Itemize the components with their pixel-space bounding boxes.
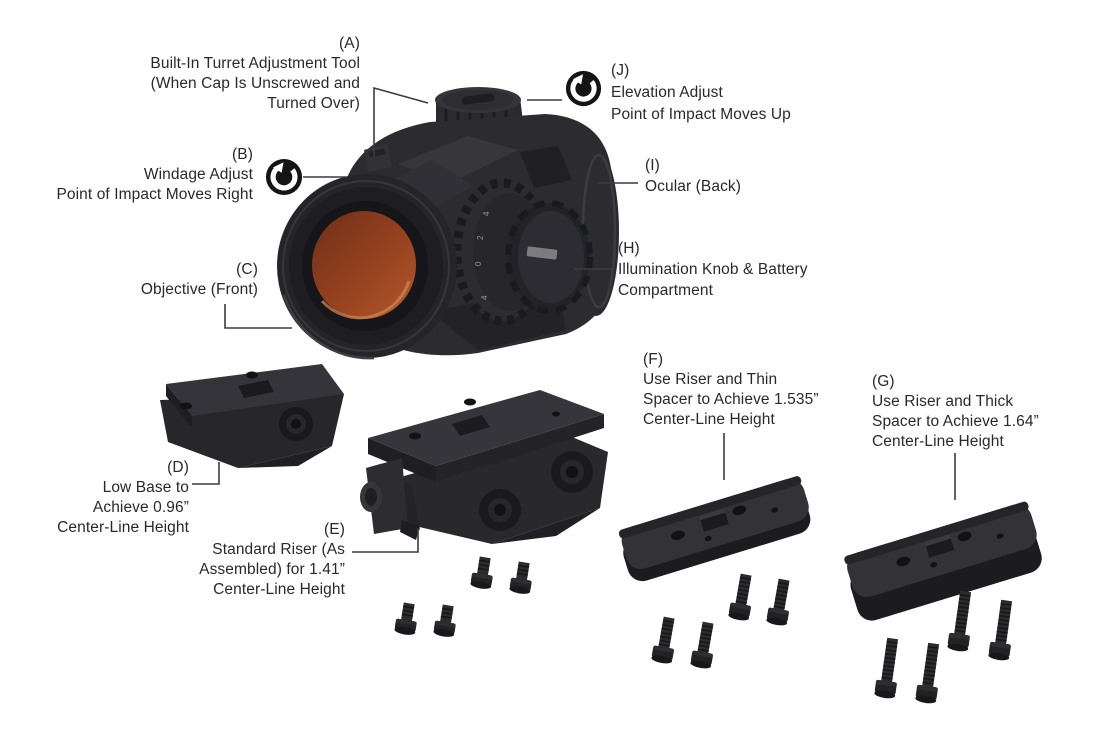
screw bbox=[650, 615, 681, 666]
callout-b-line: Windage Adjust bbox=[143, 166, 253, 183]
screw bbox=[432, 602, 460, 639]
thick-spacer-plate bbox=[844, 501, 1042, 621]
callout-g-line: (G) bbox=[872, 373, 895, 390]
callout-e: (E) Standard Riser (As Assembled) for 1.… bbox=[199, 520, 345, 600]
screw bbox=[689, 620, 720, 671]
rotation-arrow-icon bbox=[565, 70, 602, 107]
callout-h-line: (H) bbox=[618, 240, 640, 257]
thin-spacer-screws bbox=[650, 572, 796, 671]
callout-j-line: Point of Impact Moves Up bbox=[611, 106, 791, 123]
callout-e-line: (E) bbox=[324, 521, 345, 538]
callout-c: (C) Objective (Front) bbox=[141, 260, 258, 300]
objective-lens bbox=[312, 211, 416, 319]
callout-d-line: Achieve 0.96” bbox=[92, 499, 189, 516]
leader-line-e bbox=[352, 528, 419, 553]
callout-g-line: Center-Line Height bbox=[872, 433, 1004, 450]
callout-f-line: Use Riser and Thin bbox=[643, 371, 778, 388]
callout-f-line: Spacer to Achieve 1.535” bbox=[643, 391, 819, 408]
callout-f-line: Center-Line Height bbox=[643, 411, 775, 428]
riser-screws bbox=[393, 554, 536, 639]
red-dot-sight: 4 2 0 4 bbox=[277, 87, 619, 360]
screw bbox=[946, 589, 977, 654]
dial-number: 0 bbox=[474, 261, 483, 266]
callout-d-line: Center-Line Height bbox=[57, 519, 189, 536]
callout-j: (J) Elevation Adjust Point of Impact Mov… bbox=[611, 60, 791, 126]
standard-riser-mount bbox=[360, 390, 608, 544]
callout-g-line: Spacer to Achieve 1.64” bbox=[872, 413, 1039, 430]
callout-b: (B) Windage Adjust Point of Impact Moves… bbox=[56, 145, 253, 205]
callout-a-line: Turned Over) bbox=[267, 95, 360, 112]
callout-d-line: (D) bbox=[167, 459, 189, 476]
low-base-mount bbox=[160, 364, 344, 468]
callout-i-line: Ocular (Back) bbox=[645, 178, 742, 195]
leader-line-c bbox=[224, 304, 292, 329]
screw bbox=[727, 572, 758, 623]
rotation-arrow-icon bbox=[265, 158, 303, 196]
dial-number: 4 bbox=[480, 295, 489, 300]
callout-c-line: Objective (Front) bbox=[140, 281, 258, 298]
dial-number: 2 bbox=[476, 235, 485, 240]
screw bbox=[765, 577, 796, 628]
windage-turret bbox=[364, 143, 392, 172]
screw bbox=[469, 554, 497, 591]
callout-h: (H) Illumination Knob & Battery Compartm… bbox=[618, 238, 808, 301]
screw bbox=[987, 598, 1018, 663]
callout-i-line: (I) bbox=[645, 157, 660, 174]
objective-bell bbox=[277, 174, 457, 360]
callout-a-line: (A) bbox=[339, 35, 360, 52]
callout-g-line: Use Riser and Thick bbox=[872, 393, 1014, 410]
callout-a: (A) Built-In Turret Adjustment Tool (Whe… bbox=[150, 34, 360, 114]
callout-e-line: Assembled) for 1.41” bbox=[199, 561, 345, 578]
callout-f-line: (F) bbox=[643, 351, 664, 368]
dial-number: 4 bbox=[482, 211, 491, 216]
callout-e-line: Center-Line Height bbox=[213, 581, 345, 598]
callout-d-line: Low Base to bbox=[102, 479, 189, 496]
screw bbox=[393, 600, 421, 637]
callout-f: (F) Use Riser and Thin Spacer to Achieve… bbox=[643, 350, 819, 430]
callout-e-line: Standard Riser (As bbox=[212, 541, 345, 558]
screw bbox=[508, 559, 536, 596]
callout-c-line: (C) bbox=[236, 261, 258, 278]
callout-d: (D) Low Base to Achieve 0.96” Center-Lin… bbox=[57, 458, 189, 538]
leader-lines bbox=[192, 86, 956, 553]
callout-b-line: (B) bbox=[232, 146, 253, 163]
callout-h-line: Compartment bbox=[618, 282, 713, 299]
screw bbox=[873, 636, 904, 701]
callout-g: (G) Use Riser and Thick Spacer to Achiev… bbox=[872, 372, 1039, 452]
callout-a-line: Built-In Turret Adjustment Tool bbox=[150, 55, 360, 72]
battery-cap bbox=[505, 200, 593, 314]
callout-h-line: Illumination Knob & Battery bbox=[618, 261, 808, 278]
screw bbox=[914, 641, 945, 706]
callout-a-line: (When Cap Is Unscrewed and bbox=[150, 75, 360, 92]
callout-j-line: (J) bbox=[611, 62, 630, 79]
thin-spacer-plate bbox=[618, 476, 811, 582]
callout-i: (I) Ocular (Back) bbox=[645, 155, 741, 197]
callout-b-line: Point of Impact Moves Right bbox=[56, 186, 253, 203]
callout-j-line: Elevation Adjust bbox=[611, 84, 723, 101]
leader-line-d bbox=[192, 462, 220, 485]
leader-line-a bbox=[373, 86, 429, 157]
